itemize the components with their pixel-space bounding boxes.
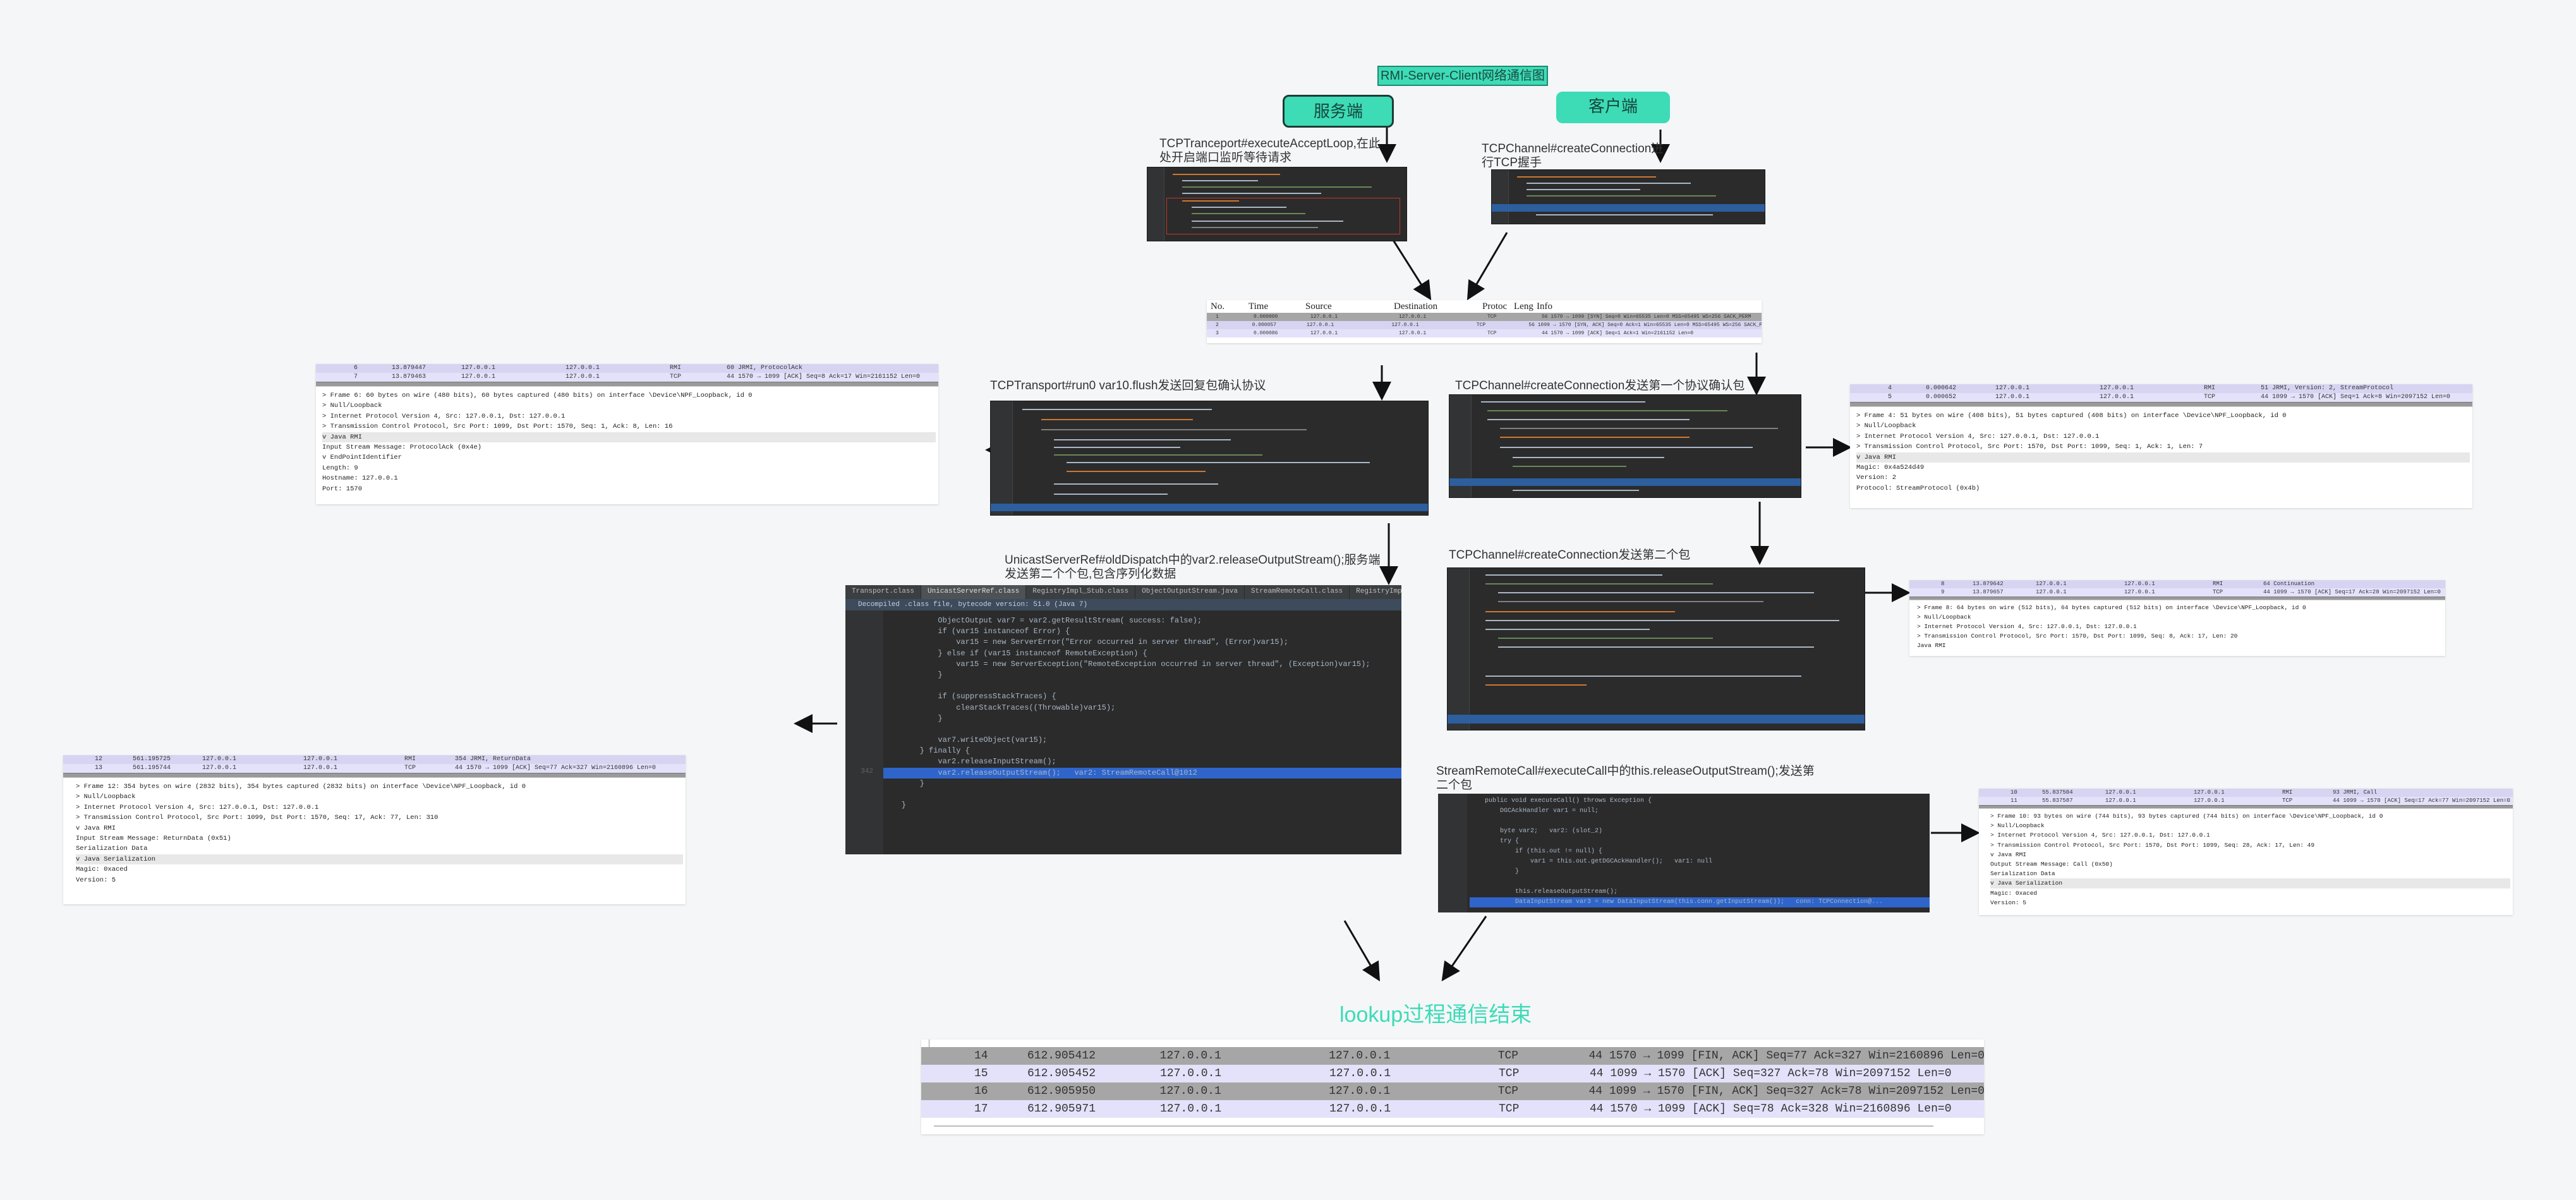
ide-server-accept bbox=[1147, 167, 1407, 241]
packet-details: > Frame 12: 354 bytes on wire (2832 bits… bbox=[63, 778, 686, 904]
capture-protocol-ack: 6 13.879447 127.0.0.1 127.0.0.1 RMI 60 J… bbox=[316, 364, 938, 504]
table-row[interactable]: 8 13.879642 127.0.0.1 127.0.0.1 RMI 64 C… bbox=[1909, 580, 2445, 588]
col-time: Time bbox=[1249, 301, 1269, 312]
col-protocol: Protoc bbox=[1482, 301, 1508, 312]
arrow-stream-to-end bbox=[1441, 916, 1487, 981]
caption-server-accept: TCPTranceport#executeAcceptLoop,在此处开启端口监… bbox=[1159, 137, 1381, 164]
col-length: Leng bbox=[1514, 301, 1533, 312]
caption-channel-second: TCPChannel#createConnection发送第二个包 bbox=[1449, 548, 1691, 562]
caption-channel-first: TCPChannel#createConnection发送第一个协议确认包 bbox=[1455, 379, 1745, 392]
table-row[interactable]: 3 0.000086 127.0.0.1 127.0.0.1 TCP 44 15… bbox=[1207, 329, 1762, 337]
highlighted-line: var2.releaseOutputStream(); var2: Stream… bbox=[883, 767, 1401, 779]
server-role-box: 服务端 bbox=[1283, 95, 1394, 128]
table-row[interactable]: 7 13.879463 127.0.0.1 127.0.0.1 TCP 44 1… bbox=[316, 373, 938, 382]
editor-tabs: Transport.class UnicastServerRef.class R… bbox=[845, 585, 1401, 599]
packet-details: > Frame 4: 51 bytes on wire (408 bits), … bbox=[1850, 407, 2472, 508]
line-number: 342 bbox=[861, 768, 873, 775]
table-row[interactable]: 13 561.195744 127.0.0.1 127.0.0.1 TCP 44… bbox=[63, 764, 686, 773]
decompiled-info-bar: Decompiled .class file, bytecode version… bbox=[845, 599, 1401, 610]
arrow-server-to-handshake bbox=[1392, 239, 1432, 301]
table-row[interactable]: 9 13.879657 127.0.0.1 127.0.0.1 TCP 44 1… bbox=[1909, 588, 2445, 597]
col-info: Info bbox=[1537, 301, 1552, 312]
tab-transport[interactable]: Transport.class bbox=[845, 585, 922, 599]
table-row[interactable]: 2 0.000057 127.0.0.1 127.0.0.1 TCP 56 10… bbox=[1207, 321, 1762, 329]
ide-channel-second bbox=[1447, 567, 1865, 730]
capture-stream-protocol: 4 0.000642 127.0.0.1 127.0.0.1 RMI 51 JR… bbox=[1850, 384, 2472, 508]
table-row[interactable]: 12 561.195725 127.0.0.1 127.0.0.1 RMI 35… bbox=[63, 755, 686, 764]
table-row[interactable]: 16 612.905950 127.0.0.1 127.0.0.1 TCP 44… bbox=[921, 1082, 1984, 1100]
stream-remote-code-panel: public void executeCall() throws Excepti… bbox=[1438, 794, 1930, 912]
caption-stream-remote: StreamRemoteCall#executeCall中的this.relea… bbox=[1436, 765, 1815, 792]
ide-transport-run bbox=[990, 401, 1429, 516]
unicast-code-panel: Transport.class UnicastServerRef.class R… bbox=[845, 585, 1401, 854]
col-source: Source bbox=[1305, 301, 1332, 312]
table-row[interactable]: 1 0.000000 127.0.0.1 127.0.0.1 TCP 56 15… bbox=[1207, 313, 1762, 321]
code-area: ObjectOutput var7 = var2.getResultStream… bbox=[883, 610, 1401, 811]
packet-details: > Frame 10: 93 bytes on wire (744 bits),… bbox=[1979, 809, 2513, 915]
diagram-title: RMI-Server-Client网络通信图 bbox=[1377, 66, 1548, 86]
tab-unicast-server-ref[interactable]: UnicastServerRef.class bbox=[921, 585, 1027, 599]
arrow-client-to-handshake bbox=[1466, 232, 1508, 301]
table-row[interactable]: 4 0.000642 127.0.0.1 127.0.0.1 RMI 51 JR… bbox=[1850, 384, 2472, 393]
packet-details: > Frame 8: 64 bytes on wire (512 bits), … bbox=[1909, 600, 2445, 656]
capture-call: 10 55.837504 127.0.0.1 127.0.0.1 RMI 93 … bbox=[1979, 789, 2513, 915]
arrow-unicast-to-end bbox=[1343, 920, 1381, 982]
capture-connection-close: 14 612.905412 127.0.0.1 127.0.0.1 TCP 44… bbox=[921, 1039, 1984, 1134]
col-no: No. bbox=[1211, 301, 1225, 312]
capture-continuation: 8 13.879642 127.0.0.1 127.0.0.1 RMI 64 C… bbox=[1909, 580, 2445, 656]
caption-client-connect: TCPChannel#createConnection进行TCP握手 bbox=[1482, 142, 1664, 169]
tab-registry-stub[interactable]: RegistryImpl_Stub.class bbox=[1026, 585, 1136, 599]
tab-stream-remote-call[interactable]: StreamRemoteCall.class bbox=[1245, 585, 1350, 599]
ide-client-connect bbox=[1491, 169, 1765, 224]
table-row[interactable]: 5 0.000652 127.0.0.1 127.0.0.1 TCP 44 10… bbox=[1850, 393, 2472, 402]
code-area: public void executeCall() throws Excepti… bbox=[1470, 796, 1930, 907]
packet-details: > Frame 6: 60 bytes on wire (480 bits), … bbox=[316, 387, 938, 504]
capture-return-data: 12 561.195725 127.0.0.1 127.0.0.1 RMI 35… bbox=[63, 755, 686, 904]
table-row[interactable]: 11 55.837587 127.0.0.1 127.0.0.1 TCP 44 … bbox=[1979, 797, 2513, 805]
handshake-packet-list: No. Time Source Destination Protoc Leng … bbox=[1207, 300, 1762, 343]
caption-unicast-dispatch: UnicastServerRef#oldDispatch中的var2.relea… bbox=[1005, 554, 1381, 581]
table-row[interactable]: 6 13.879447 127.0.0.1 127.0.0.1 RMI 60 J… bbox=[316, 364, 938, 373]
table-row[interactable]: 17 612.905971 127.0.0.1 127.0.0.1 TCP 44… bbox=[921, 1100, 1984, 1118]
table-row[interactable]: 14 612.905412 127.0.0.1 127.0.0.1 TCP 44… bbox=[921, 1047, 1984, 1065]
ide-channel-first bbox=[1449, 394, 1801, 498]
tab-object-output-stream[interactable]: ObjectOutputStream.java bbox=[1135, 585, 1245, 599]
col-destination: Destination bbox=[1394, 301, 1438, 312]
table-row[interactable]: 10 55.837504 127.0.0.1 127.0.0.1 RMI 93 … bbox=[1979, 789, 2513, 797]
tab-registry-impl[interactable]: RegistryImpl bbox=[1350, 585, 1401, 599]
table-row[interactable]: 15 612.905452 127.0.0.1 127.0.0.1 TCP 44… bbox=[921, 1065, 1984, 1082]
caption-transport-run: TCPTransport#run0 var10.flush发送回复包确认协议 bbox=[990, 379, 1266, 392]
end-title: lookup过程通信结束 bbox=[1339, 1003, 1532, 1027]
highlighted-line: DataInputStream var3 = new DataInputStre… bbox=[1470, 897, 1930, 907]
client-role-box: 客户端 bbox=[1556, 92, 1670, 123]
